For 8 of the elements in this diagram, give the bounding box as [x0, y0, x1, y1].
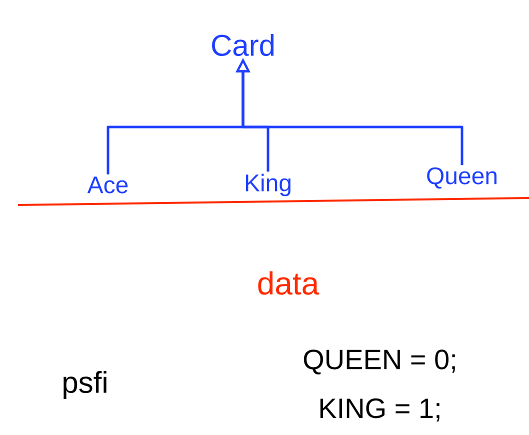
class-label: Ace [87, 176, 128, 194]
class-label: Queen [427, 167, 496, 189]
note-text: data [258, 271, 320, 295]
code-text: KING = 1; [320, 398, 440, 422]
code-text: psfi [64, 371, 106, 399]
class-label: Card [212, 34, 274, 56]
code-text: QUEEN = 0; [304, 350, 455, 374]
class-label: King [246, 174, 290, 196]
